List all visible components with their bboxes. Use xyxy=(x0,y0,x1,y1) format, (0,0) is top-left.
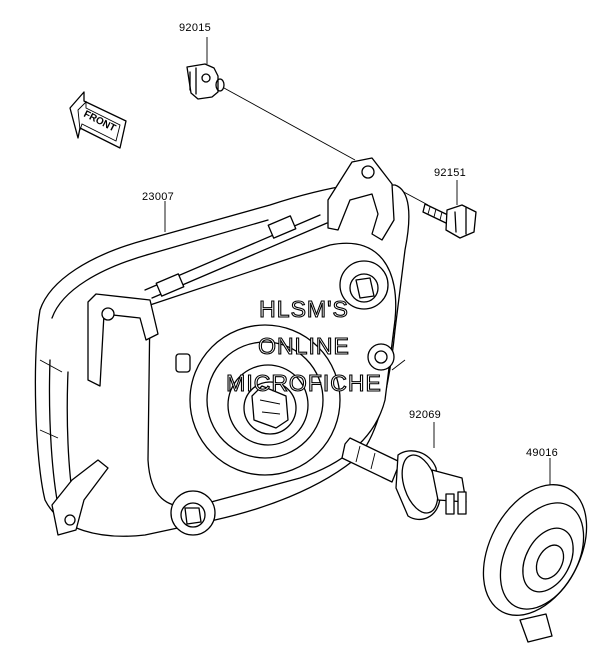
bulb-92069 xyxy=(341,437,467,521)
label-92069: 92069 xyxy=(409,409,441,421)
label-92151: 92151 xyxy=(434,167,466,179)
watermark-line2: ONLINE xyxy=(258,333,350,359)
headlight-housing-23007 xyxy=(34,157,410,537)
front-arrow: FRONT xyxy=(69,91,127,149)
leader-lines xyxy=(164,37,551,485)
watermark-line3: MICROFICHE xyxy=(226,370,382,396)
label-92015: 92015 xyxy=(179,22,211,34)
watermark: HLSM'S ONLINE MICROFICHE xyxy=(226,295,382,396)
bolt-92151 xyxy=(422,203,477,239)
watermark-line1: HLSM'S xyxy=(259,296,349,322)
label-23007: 23007 xyxy=(142,191,174,203)
dust-cover-49016 xyxy=(482,484,588,643)
clip-92015 xyxy=(186,63,225,100)
label-49016: 49016 xyxy=(526,447,558,459)
